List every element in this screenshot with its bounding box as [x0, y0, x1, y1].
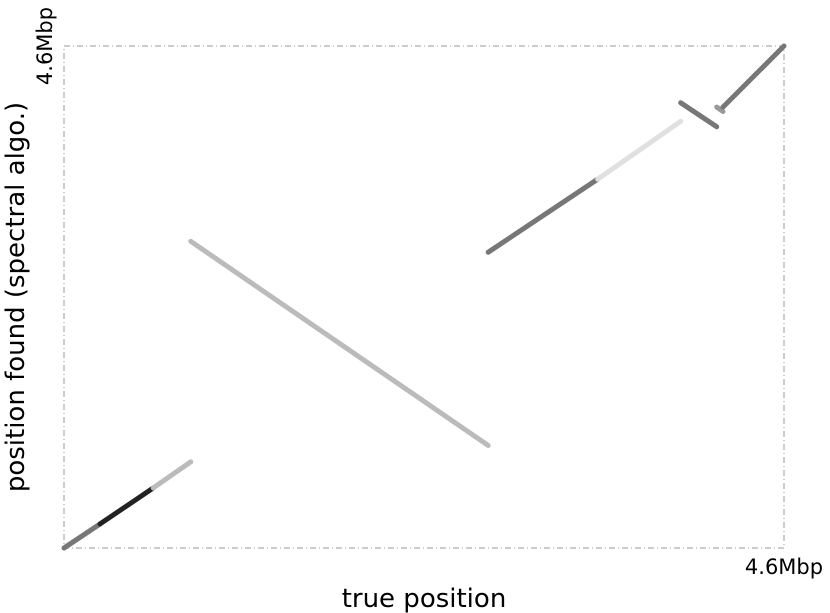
series-segment-1	[61, 521, 103, 551]
y-axis-label: position found (spectral algo.)	[1, 102, 31, 492]
series-segment-5	[485, 176, 601, 255]
series-segment-9	[720, 43, 787, 110]
series-layer	[61, 43, 787, 551]
series-segment-4	[188, 238, 491, 448]
series-segment-6	[595, 118, 684, 182]
plot-frame	[63, 45, 785, 549]
series-segment-3	[150, 459, 194, 491]
series-segment-8	[714, 104, 726, 114]
y-tick-label: 4.6Mbp	[33, 7, 57, 85]
x-tick-label: 4.6Mbp	[745, 555, 823, 579]
series-segment-7	[678, 100, 720, 130]
x-axis-label: true position	[342, 584, 507, 613]
series-segment-2	[97, 485, 156, 527]
